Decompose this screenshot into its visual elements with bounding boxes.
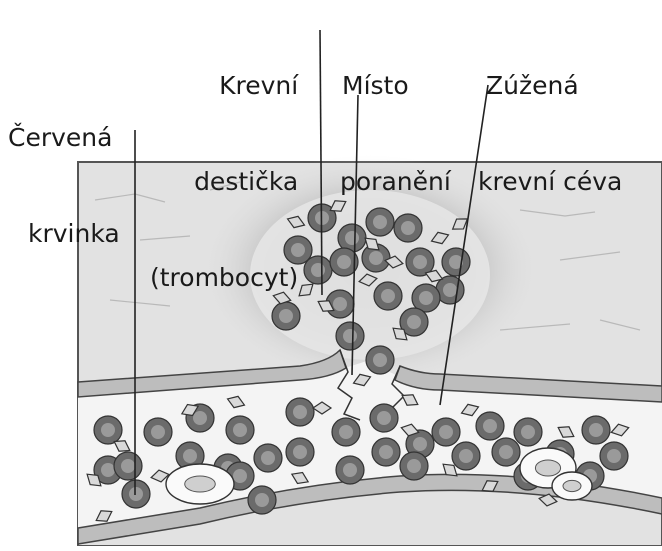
label-vessel-line2: krevní céva — [478, 166, 622, 198]
red-blood-cell — [122, 480, 150, 508]
red-blood-cell — [374, 282, 402, 310]
label-vessel-line1: Zúžená — [478, 70, 622, 102]
label-platelet-line1: Krevní — [150, 70, 298, 102]
label-injury: Místo poranění — [340, 6, 451, 262]
red-blood-cell — [370, 404, 398, 432]
red-blood-cell — [304, 256, 332, 284]
red-blood-cell — [286, 398, 314, 426]
red-blood-cell — [432, 418, 460, 446]
label-platelet-line2: destička — [150, 166, 298, 198]
red-blood-cell — [332, 418, 360, 446]
red-blood-cell — [114, 452, 142, 480]
white-blood-cell-nucleus — [185, 476, 216, 492]
label-platelet-line3: (trombocyt) — [150, 262, 298, 294]
red-blood-cell — [94, 416, 122, 444]
white-blood-cell-nucleus — [563, 480, 581, 491]
red-blood-cell — [254, 444, 282, 472]
red-blood-cell — [336, 456, 364, 484]
label-red-cell: Červená krvinka — [8, 58, 120, 314]
red-blood-cell — [366, 346, 394, 374]
red-blood-cell — [492, 438, 520, 466]
red-blood-cell — [452, 442, 480, 470]
white-blood-cell-nucleus — [535, 460, 560, 476]
red-blood-cell — [144, 418, 172, 446]
red-blood-cell — [476, 412, 504, 440]
label-red-cell-line1: Červená — [8, 122, 120, 154]
red-blood-cell — [514, 418, 542, 446]
red-blood-cell — [372, 438, 400, 466]
red-blood-cell — [400, 452, 428, 480]
label-injury-line2: poranění — [340, 166, 451, 198]
red-blood-cell — [582, 416, 610, 444]
label-vessel: Zúžená krevní céva — [478, 6, 622, 262]
red-blood-cell — [600, 442, 628, 470]
label-injury-line1: Místo — [340, 70, 451, 102]
red-blood-cell — [286, 438, 314, 466]
red-blood-cell — [248, 486, 276, 514]
label-red-cell-line2: krvinka — [8, 218, 120, 250]
label-platelet: Krevní destička (trombocyt) — [150, 6, 298, 358]
red-blood-cell — [336, 322, 364, 350]
red-blood-cell — [226, 416, 254, 444]
